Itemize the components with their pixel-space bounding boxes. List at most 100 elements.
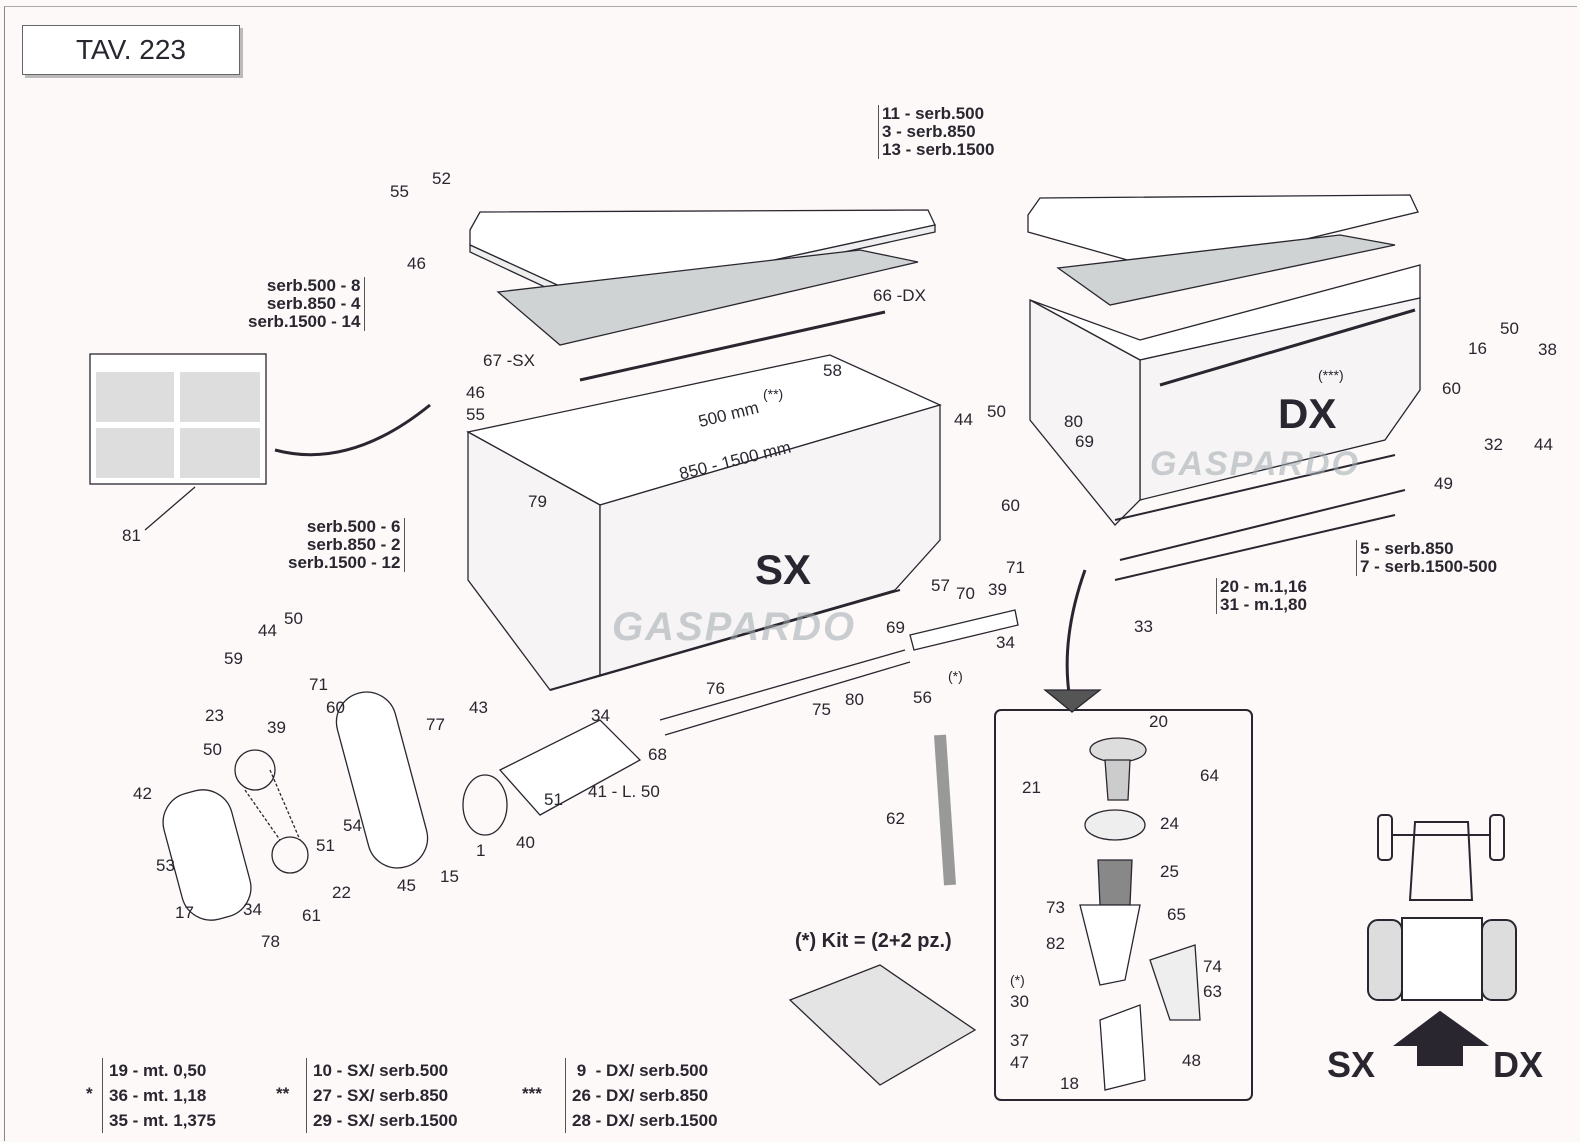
- part-callout: 25: [1160, 862, 1179, 881]
- part-callout: 80: [845, 690, 864, 709]
- brand-watermark-right: GASPARDO: [1150, 445, 1360, 483]
- legend-col1: 19 - mt. 0,50 36 - mt. 1,18 35 - mt. 1,3…: [102, 1058, 216, 1133]
- part-callout: 23: [205, 706, 224, 725]
- group-line: 11 - serb.500: [882, 104, 985, 123]
- part-callout: 60: [326, 698, 345, 717]
- part-callout: 60: [1442, 379, 1461, 398]
- legend-line: 10 - SX/ serb.500: [313, 1061, 449, 1080]
- part-callout: 47: [1010, 1053, 1029, 1072]
- part-callout: 15: [440, 867, 459, 886]
- part-callout: 48: [1182, 1051, 1201, 1070]
- legend-marker: **: [276, 1084, 290, 1103]
- legend-line: 29 - SX/ serb.1500: [313, 1111, 458, 1130]
- part-callout: 78: [261, 932, 280, 951]
- tractor-label-dx: DX: [1493, 1044, 1544, 1085]
- part-callout: 66 -DX: [873, 286, 926, 305]
- part-callout: 54: [343, 816, 362, 835]
- part-callout: 53: [156, 856, 175, 875]
- part-callout: 80: [1064, 412, 1083, 431]
- part-callout: 70: [956, 584, 975, 603]
- part-callout: 30: [1010, 992, 1029, 1011]
- part-callout: 71: [1006, 558, 1025, 577]
- part-callout: 39: [267, 718, 286, 737]
- part-callout: 40: [516, 833, 535, 852]
- legend-col3: 9 - DX/ serb.500 26 - DX/ serb.850 28 - …: [565, 1058, 718, 1133]
- group-line: 13 - serb.1500: [882, 140, 995, 159]
- part-callout: 43: [469, 698, 488, 717]
- group-line: serb.1500 - 12: [288, 553, 401, 572]
- group-hopper: serb.500 - 6 serb.850 - 2 serb.1500 - 12: [288, 517, 406, 572]
- part-callout: 37: [1010, 1031, 1029, 1050]
- part-callout: 50: [284, 609, 303, 628]
- part-callout: 22: [332, 883, 351, 902]
- legend-line: 35 - mt. 1,375: [109, 1111, 216, 1130]
- part-callout: 44: [954, 410, 973, 429]
- part-callout: 55: [390, 182, 409, 201]
- decal-card: [89, 353, 431, 531]
- part-callout: 55: [466, 405, 485, 424]
- group-line: 5 - serb.850: [1360, 539, 1454, 558]
- group-line: serb.850 - 2: [306, 535, 401, 554]
- part-callout: 57: [931, 576, 950, 595]
- right-hopper: [1029, 264, 1421, 581]
- right-lid: [1027, 194, 1419, 306]
- part-callout: 18: [1060, 1074, 1079, 1093]
- legend-line: 36 - mt. 1,18: [109, 1086, 207, 1105]
- part-callout: (**): [763, 386, 784, 402]
- spring-tube: [934, 734, 956, 886]
- part-callout: 68: [648, 745, 667, 764]
- group-line: serb.500 - 6: [306, 517, 401, 536]
- page-title: TAV. 223: [22, 25, 240, 75]
- part-callout: 82: [1046, 934, 1065, 953]
- part-callout: 34: [243, 900, 262, 919]
- group-lid: 11 - serb.500 3 - serb.850 13 - serb.150…: [878, 105, 994, 159]
- part-callout: 34: [591, 706, 610, 725]
- detail-box: [994, 709, 1253, 1101]
- kit-bag: [788, 964, 977, 1086]
- part-callout: 51: [316, 836, 335, 855]
- part-callout: 60: [1001, 496, 1020, 515]
- left-auger: [579, 310, 886, 382]
- part-callout: 51: [544, 790, 563, 809]
- part-callout: 62: [886, 809, 905, 828]
- part-callout: 76: [706, 679, 725, 698]
- legend-marker: *: [86, 1084, 93, 1103]
- part-callout: 21: [1022, 778, 1041, 797]
- part-callout: 46: [466, 383, 485, 402]
- part-callout: (***): [1318, 367, 1344, 383]
- group-line: 20 - m.1,16: [1220, 577, 1307, 596]
- part-callout: 71: [309, 675, 328, 694]
- left-screen: [496, 249, 919, 346]
- metering-unit: [1079, 737, 1201, 1091]
- part-callout: 73: [1046, 898, 1065, 917]
- part-callout: 39: [988, 580, 1007, 599]
- part-callout: 74: [1203, 957, 1222, 976]
- part-callout: 50: [203, 740, 222, 759]
- group-rail: 20 - m.1,16 31 - m.1,80: [1216, 578, 1307, 614]
- part-callout: 50: [987, 402, 1006, 421]
- part-callout: 42: [133, 784, 152, 803]
- shaft-bars: [659, 609, 1019, 736]
- kit-note: (*) Kit = (2+2 pz.): [795, 930, 952, 952]
- left-hopper: [466, 354, 942, 691]
- legend-line: 28 - DX/ serb.1500: [572, 1111, 718, 1130]
- hopper-label-dx: DX: [1278, 390, 1337, 437]
- part-callout: 77: [426, 715, 445, 734]
- tractor-icon: [1367, 814, 1517, 1066]
- part-callout: 65: [1167, 905, 1186, 924]
- legend-col2: 10 - SX/ serb.500 27 - SX/ serb.850 29 -…: [306, 1058, 458, 1133]
- part-callout: 75: [812, 700, 831, 719]
- hopper-label-sx: SX: [755, 546, 812, 593]
- group-line: serb.1500 - 14: [248, 312, 361, 331]
- group-line: 7 - serb.1500-500: [1360, 557, 1498, 576]
- page-frame: [4, 6, 1577, 1141]
- part-callout: 44: [258, 621, 277, 640]
- group-line: 3 - serb.850: [882, 122, 976, 141]
- left-lid: [469, 209, 936, 309]
- legend-line: 9 - DX/ serb.500: [572, 1061, 709, 1080]
- part-callout: 44: [1534, 435, 1553, 454]
- part-callout: 58: [823, 361, 842, 380]
- part-callout: 20: [1149, 712, 1168, 731]
- part-callout: 41 - L. 50: [588, 782, 660, 801]
- legend-line: 26 - DX/ serb.850: [572, 1086, 709, 1105]
